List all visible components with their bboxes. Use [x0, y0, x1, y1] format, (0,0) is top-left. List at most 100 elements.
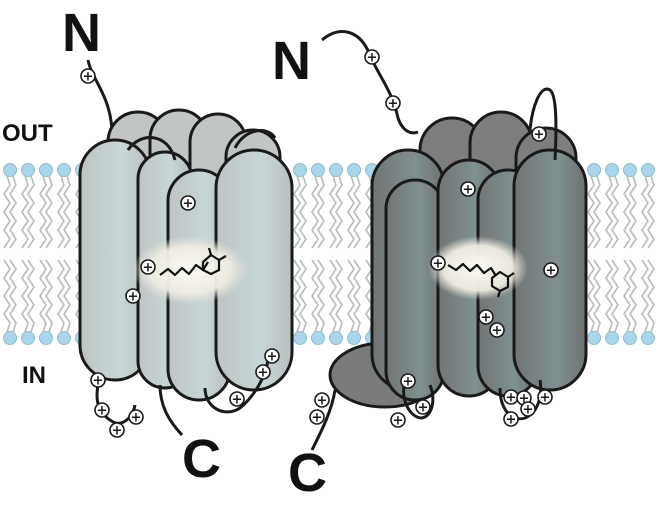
- svg-text:+: +: [523, 403, 534, 418]
- svg-text:+: +: [433, 257, 444, 272]
- positive-charge-icon: +: [314, 392, 330, 409]
- positive-charge-icon: +: [264, 348, 280, 365]
- positive-charge-icon: +: [503, 389, 519, 406]
- lipid-tail: [299, 259, 307, 333]
- lipid-head: [347, 331, 361, 345]
- positive-charge-icon: +: [125, 288, 141, 305]
- extracellular-side-label: OUT: [2, 120, 53, 147]
- lipid-tail: [63, 175, 71, 249]
- positive-charge-markers: +++++++++++++++++++++++++++++: [80, 49, 559, 439]
- svg-text:+: +: [403, 375, 414, 390]
- positive-charge-icon: +: [531, 126, 547, 143]
- svg-text:+: +: [131, 411, 142, 426]
- positive-charge-icon: +: [489, 322, 505, 339]
- left-c-terminal-chain: [158, 384, 184, 437]
- lipid-tail: [9, 175, 17, 249]
- lipid-tail: [27, 259, 35, 333]
- right-helix-2: [384, 178, 446, 402]
- lipid-tail: [365, 259, 373, 333]
- positive-charge-icon: +: [229, 391, 245, 408]
- left-retinal-pocket: [132, 236, 248, 304]
- svg-text:+: +: [393, 414, 404, 429]
- lipid-head: [329, 163, 343, 177]
- svg-text:+: +: [112, 424, 123, 439]
- lipid-tail: [39, 175, 47, 249]
- svg-text:+: +: [506, 413, 517, 428]
- lipid-head: [605, 331, 619, 345]
- svg-text:+: +: [367, 51, 378, 66]
- svg-text:+: +: [97, 404, 108, 419]
- lipid-tail: [353, 175, 361, 249]
- lipid-tail: [593, 175, 601, 249]
- positive-charge-icon: +: [364, 49, 380, 66]
- positive-charge-icon: +: [128, 409, 144, 426]
- lipid-head: [347, 163, 361, 177]
- svg-text:+: +: [128, 290, 139, 305]
- svg-text:+: +: [463, 183, 474, 198]
- svg-text:+: +: [258, 366, 269, 381]
- svg-text:+: +: [267, 350, 278, 365]
- lipid-tail: [335, 175, 343, 249]
- lipid-head: [605, 163, 619, 177]
- svg-text:+: +: [83, 70, 94, 85]
- lipid-tail: [63, 259, 71, 333]
- lipid-tail: [611, 259, 619, 333]
- lipid-tail: [329, 175, 337, 249]
- svg-text:+: +: [312, 411, 323, 426]
- lipid-head: [311, 163, 325, 177]
- right-retinal-pocket: [428, 236, 528, 300]
- left-protein: [78, 59, 294, 437]
- svg-text:+: +: [418, 401, 429, 416]
- lipid-tail: [3, 259, 11, 333]
- svg-text:+: +: [143, 261, 154, 276]
- svg-text:+: +: [546, 264, 557, 279]
- positive-charge-icon: +: [415, 399, 431, 416]
- lipid-tail: [641, 259, 649, 333]
- svg-text:+: +: [232, 393, 243, 408]
- lipid-tail: [57, 175, 65, 249]
- left-n-terminus-label: N: [62, 3, 101, 63]
- lipid-tail: [605, 175, 613, 249]
- positive-charge-icon: +: [520, 401, 536, 418]
- lipid-tail: [335, 259, 343, 333]
- lipid-head: [3, 331, 17, 345]
- lipid-head: [311, 331, 325, 345]
- lipid-head: [3, 163, 17, 177]
- lipid-tail: [611, 175, 619, 249]
- lipid-tail: [641, 175, 649, 249]
- lipid-head: [293, 331, 307, 345]
- svg-text:+: +: [492, 324, 503, 339]
- lipid-tail: [629, 259, 637, 333]
- lipid-tail: [293, 175, 301, 249]
- lipid-tail: [647, 259, 655, 333]
- svg-text:+: +: [540, 391, 551, 406]
- lipid-head: [623, 163, 637, 177]
- right-extracellular-loop: [528, 87, 558, 161]
- right-c-terminus-label: C: [288, 443, 327, 503]
- lipid-tail: [45, 175, 53, 249]
- lipid-head: [21, 331, 35, 345]
- lipid-tail: [329, 259, 337, 333]
- lipid-head: [641, 163, 655, 177]
- svg-text:+: +: [506, 391, 517, 406]
- lipid-tail: [647, 175, 655, 249]
- lipid-tail: [21, 259, 29, 333]
- lipid-tail: [311, 175, 319, 249]
- positive-charge-icon: +: [90, 372, 106, 389]
- svg-text:+: +: [481, 311, 492, 326]
- lipid-tail: [347, 259, 355, 333]
- lipid-tail: [39, 259, 47, 333]
- positive-charge-icon: +: [543, 262, 559, 279]
- lipid-head: [57, 163, 71, 177]
- lipid-head: [293, 163, 307, 177]
- lipid-tail: [311, 259, 319, 333]
- positive-charge-icon: +: [385, 95, 401, 112]
- lipid-tail: [365, 175, 373, 249]
- lipid-tail: [347, 175, 355, 249]
- svg-text:+: +: [317, 394, 328, 409]
- positive-charge-icon: +: [140, 259, 156, 276]
- positive-charge-icon: +: [400, 373, 416, 390]
- svg-text:+: +: [388, 97, 399, 112]
- lipid-head: [57, 331, 71, 345]
